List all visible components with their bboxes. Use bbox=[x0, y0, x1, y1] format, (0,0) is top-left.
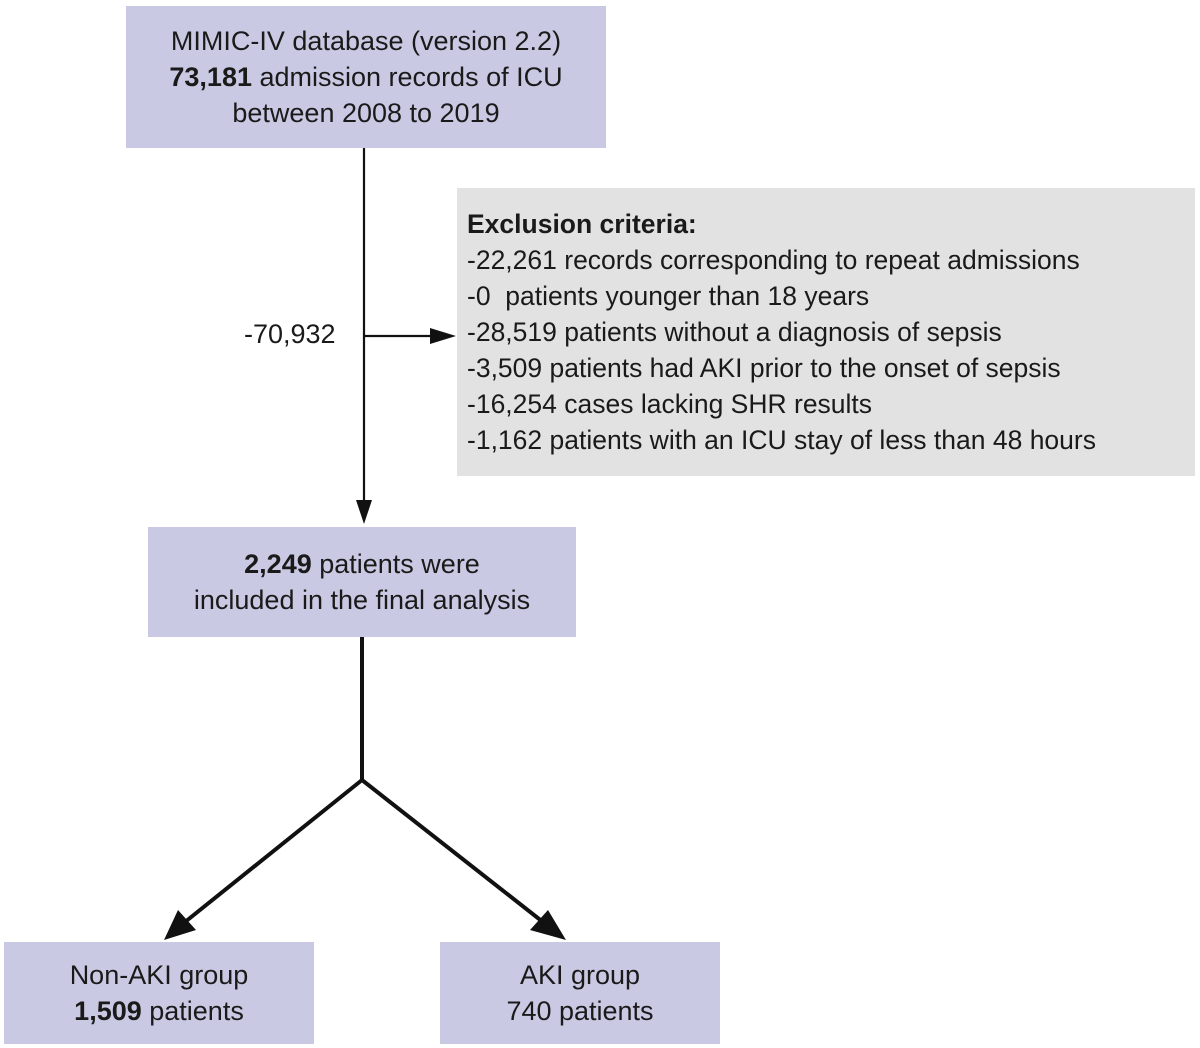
exclusion-item-repeat-admissions: -22,261 records corresponding to repeat … bbox=[467, 245, 1080, 275]
arrowhead-aki bbox=[530, 910, 566, 940]
source-database-line2: 73,181 admission records of ICU bbox=[169, 59, 562, 95]
included-patients-box: 2,249 patients were included in the fina… bbox=[148, 527, 576, 637]
included-patients-count: 2,249 bbox=[244, 549, 312, 579]
admission-records-label: admission records of ICU bbox=[251, 62, 563, 92]
exclusion-criteria-title: Exclusion criteria: bbox=[467, 209, 697, 239]
arrowhead-exclusion bbox=[430, 328, 456, 344]
aki-group-title: AKI group bbox=[519, 960, 641, 990]
exclusion-criteria-box: Exclusion criteria: -22,261 records corr… bbox=[457, 188, 1195, 476]
source-database-line3: between 2008 to 2019 bbox=[232, 98, 500, 128]
arrowhead-non-aki bbox=[164, 910, 196, 940]
non-aki-group-title: Non-AKI group bbox=[69, 960, 249, 990]
non-aki-group-label: patients bbox=[141, 996, 244, 1026]
branch-to-aki bbox=[360, 778, 550, 928]
exclusion-item-no-sepsis: -28,519 patients without a diagnosis of … bbox=[467, 317, 1002, 347]
aki-group-count: 740 patients bbox=[506, 996, 654, 1026]
included-patients-label: patients were bbox=[311, 549, 480, 579]
exclusion-item-prior-aki: -3,509 patients had AKI prior to the ons… bbox=[467, 353, 1061, 383]
source-database-box: MIMIC-IV database (version 2.2) 73,181 a… bbox=[126, 6, 606, 148]
exclusion-item-no-shr: -16,254 cases lacking SHR results bbox=[467, 389, 873, 419]
exclusion-item-short-stay: -1,162 patients with an ICU stay of less… bbox=[467, 425, 1096, 455]
exclusion-item-age: -0 patients younger than 18 years bbox=[467, 281, 870, 311]
arrowhead-included bbox=[356, 500, 372, 524]
non-aki-group-box: Non-AKI group 1,509 patients bbox=[4, 942, 314, 1044]
non-aki-group-count: 1,509 bbox=[74, 996, 142, 1026]
included-patients-line1: 2,249 patients were bbox=[244, 546, 480, 582]
branch-to-non-aki bbox=[178, 778, 364, 928]
admission-records-count: 73,181 bbox=[169, 62, 252, 92]
included-patients-line2: included in the final analysis bbox=[193, 585, 531, 615]
source-database-line1: MIMIC-IV database (version 2.2) bbox=[170, 26, 562, 56]
excluded-count-label: -70,932 bbox=[244, 319, 336, 349]
aki-group-box: AKI group 740 patients bbox=[440, 942, 720, 1044]
non-aki-group-line2: 1,509 patients bbox=[74, 993, 244, 1029]
